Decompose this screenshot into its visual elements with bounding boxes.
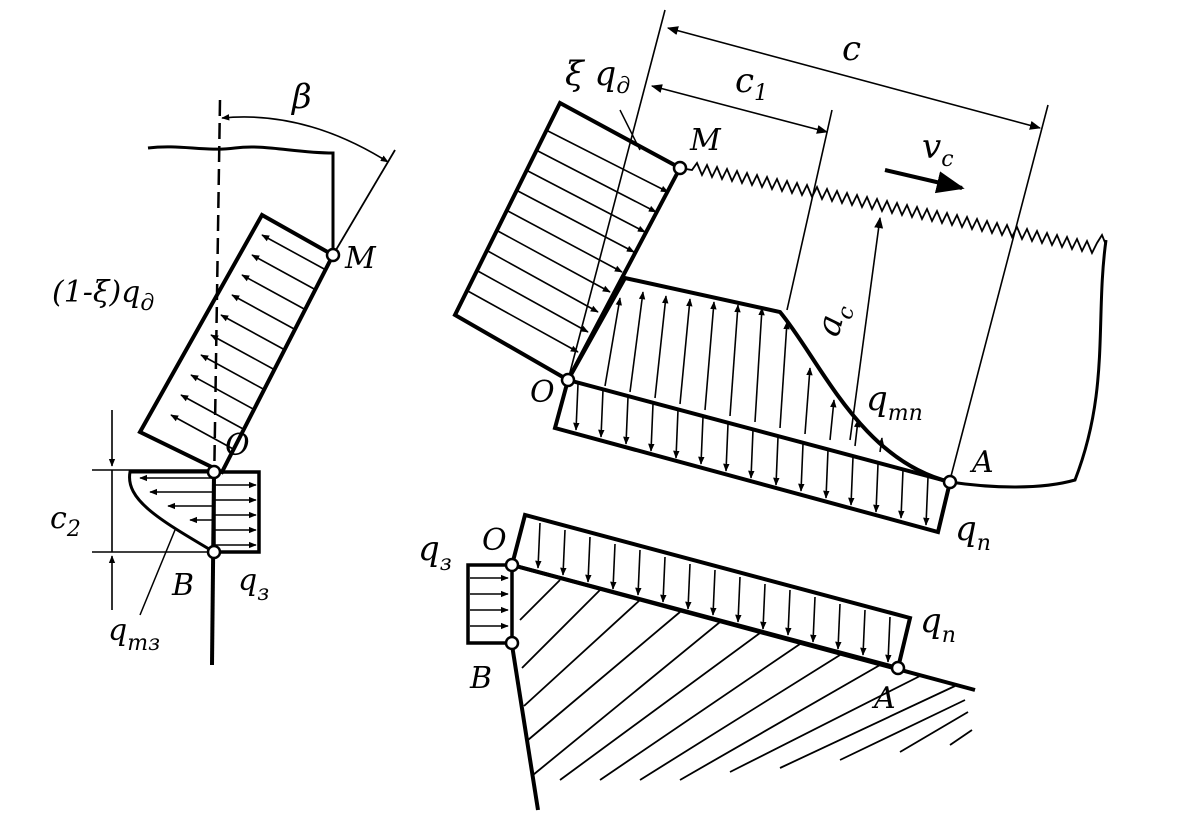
label-vc: vc: [922, 127, 954, 172]
bottom-load-q3-arrows: [470, 574, 509, 630]
chip-serrated-surface: [679, 161, 1107, 256]
label-top-M: M: [689, 123, 722, 158]
label-top-qn: qn: [955, 509, 991, 556]
label-ac: ac: [808, 298, 860, 341]
label-left-O: O: [225, 428, 250, 463]
left-view: [92, 99, 396, 666]
label-c1: c1: [735, 61, 768, 106]
bottom-load-q3-outline: [466, 563, 514, 645]
c1-dim-line: [650, 84, 829, 134]
left-point-O: [206, 464, 222, 480]
rake-load-qmn-arrows: [604, 291, 885, 453]
label-left-q3: qз: [238, 563, 269, 606]
label-top-O: O: [530, 375, 555, 410]
xi-qd-leader: [619, 109, 641, 151]
bottom-load-qn-arrows: [535, 522, 892, 663]
label-bottom-qn: qn: [920, 601, 956, 648]
c1-ext-right: [786, 109, 833, 311]
label-bottom-A: A: [871, 681, 896, 716]
label-qm3: qmз: [108, 613, 160, 656]
label-left-M: M: [344, 241, 377, 276]
rake-load-arrows: [170, 234, 327, 451]
flank-load-arrows: [139, 474, 257, 549]
tool-flank-face: [510, 644, 540, 811]
label-bottom-q3: qз: [418, 529, 452, 576]
beta-angle-arc: [221, 114, 389, 163]
label-c2: c2: [50, 501, 81, 542]
left-point-M: [325, 247, 341, 263]
label-xi-qd: ξ qд: [565, 54, 630, 99]
bottom-point-O: [504, 557, 520, 573]
rake-load-qmn-outline: [566, 275, 951, 484]
label-beta: β: [290, 77, 312, 117]
ac-dim-line: [849, 216, 884, 441]
flank-load-qm3-curve: [128, 470, 215, 554]
workpiece-edge: [949, 239, 1108, 489]
label-left-B: B: [171, 568, 194, 603]
label-rake-load: (1-ξ)qд: [52, 275, 154, 316]
top-point-A: [942, 474, 958, 490]
bottom-load-qn-outline: [509, 512, 913, 671]
c-ext-right: [949, 104, 1049, 481]
left-point-B: [206, 544, 222, 560]
bottom-point-A: [890, 660, 906, 676]
label-top-A: A: [969, 445, 994, 480]
right-top-view: [452, 9, 1108, 535]
rake-load-qn-outline: [552, 377, 953, 535]
right-bottom-view: [466, 512, 976, 811]
top-point-M: [672, 160, 688, 176]
tool-hatching: [519, 579, 973, 781]
chip-top-line: [147, 145, 335, 255]
vc-arrow: [884, 168, 965, 194]
bottom-point-B: [504, 635, 520, 651]
top-point-O: [560, 372, 576, 388]
label-qmn: qmn: [866, 379, 923, 426]
flank-load-q3-outline: [212, 470, 261, 554]
rake-load-xi-arrows: [465, 129, 669, 353]
rake-load-xi-outline: [452, 100, 683, 383]
tool-axis-line: [332, 149, 396, 256]
c-dim-line: [666, 26, 1042, 130]
label-c: c: [842, 29, 861, 69]
rake-load-qn-arrows: [573, 383, 930, 526]
label-bottom-O: O: [482, 523, 507, 558]
label-bottom-B: B: [469, 661, 492, 696]
c-ext-left: [567, 9, 666, 381]
qm3-leader: [139, 529, 176, 616]
